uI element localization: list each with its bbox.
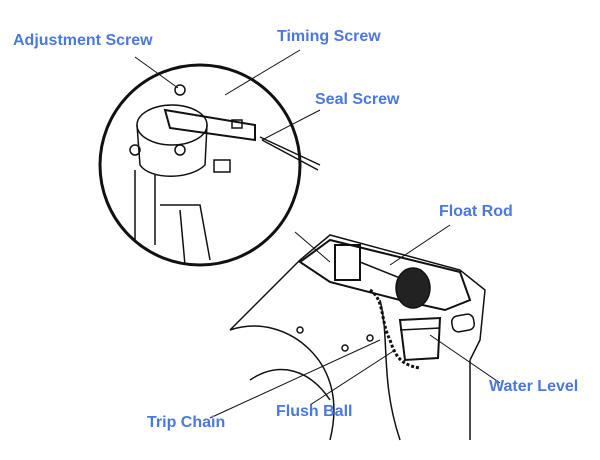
overflow-cup xyxy=(398,316,442,362)
label-trip-chain: Trip Chain xyxy=(147,414,226,431)
label-timing-screw: Timing Screw xyxy=(277,28,381,45)
label-flush-ball: Flush Ball xyxy=(276,403,353,420)
label-seal-screw: Seal Screw xyxy=(315,91,400,108)
magnified-view xyxy=(98,63,321,267)
label-adjustment-screw: Adjustment Screw xyxy=(13,32,153,49)
label-water-level: Water Level xyxy=(489,378,579,395)
label-float-rod: Float Rod xyxy=(439,203,513,220)
leader-lines xyxy=(134,49,501,419)
float-assembly xyxy=(334,244,431,309)
toilet-tank xyxy=(229,234,486,441)
